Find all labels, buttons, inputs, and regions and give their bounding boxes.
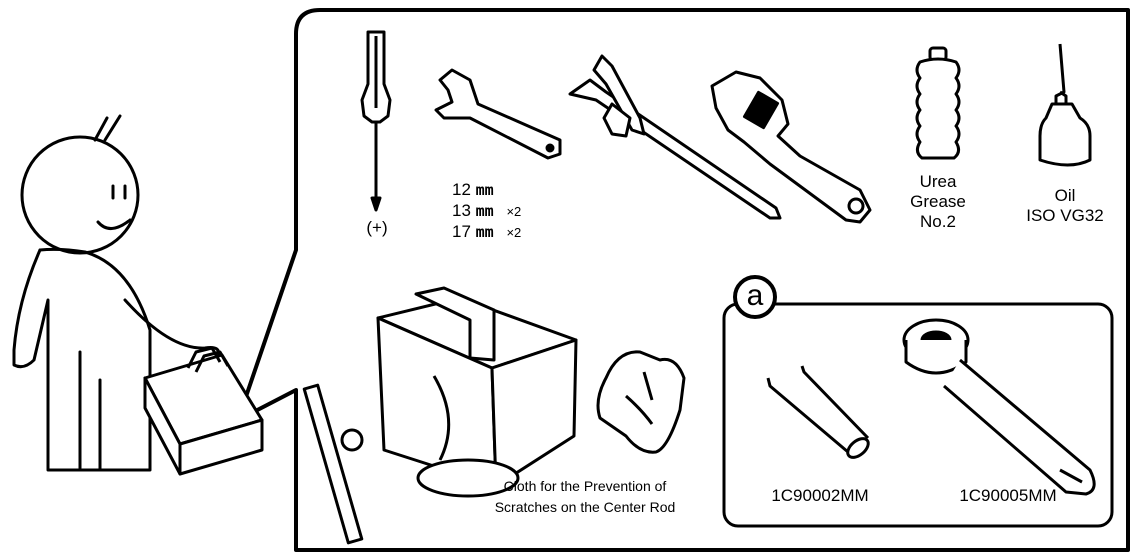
- special-tools-box: [722, 302, 1114, 528]
- wrench-size-row: 17 mm ×2: [452, 222, 522, 241]
- spanner-tool-icon: [902, 318, 1096, 496]
- special-tools-badge-circle: [733, 275, 777, 319]
- cloth-icon: [596, 350, 686, 454]
- oil-bottle-icon: [1038, 43, 1092, 167]
- wrench-size-row: 13 mm ×2: [452, 201, 522, 220]
- grease-tube-icon: [915, 46, 961, 160]
- toolbox-icon: [143, 346, 264, 476]
- tool-part-number: 1C90005MM: [959, 486, 1057, 505]
- wrench-size-list: 12 mm 13 mm ×2 17 mm ×2: [452, 180, 521, 243]
- wrench-size-row: 12 mm: [452, 180, 494, 199]
- special-tools-badge-letter: a: [746, 279, 764, 312]
- adjustable-wrench-icon: [710, 70, 872, 224]
- person-figure: [12, 114, 221, 472]
- grease-label: Urea Grease No.2: [910, 172, 966, 231]
- tool-part-number: 1C90002MM: [771, 486, 869, 505]
- screwdriver-icon: [360, 30, 392, 212]
- person-head: [20, 135, 140, 255]
- person-body: [12, 248, 152, 472]
- wrench-icon: [434, 68, 562, 160]
- cloth-label: Cloth for the Prevention of Scratches on…: [494, 478, 676, 515]
- screwdriver-type-label: (+): [366, 218, 388, 237]
- bench-vise-icon: [302, 286, 578, 545]
- caliper-icon: [568, 54, 782, 220]
- rod-tool-icon: [766, 365, 870, 459]
- oil-label: Oil ISO VG32: [1026, 186, 1104, 225]
